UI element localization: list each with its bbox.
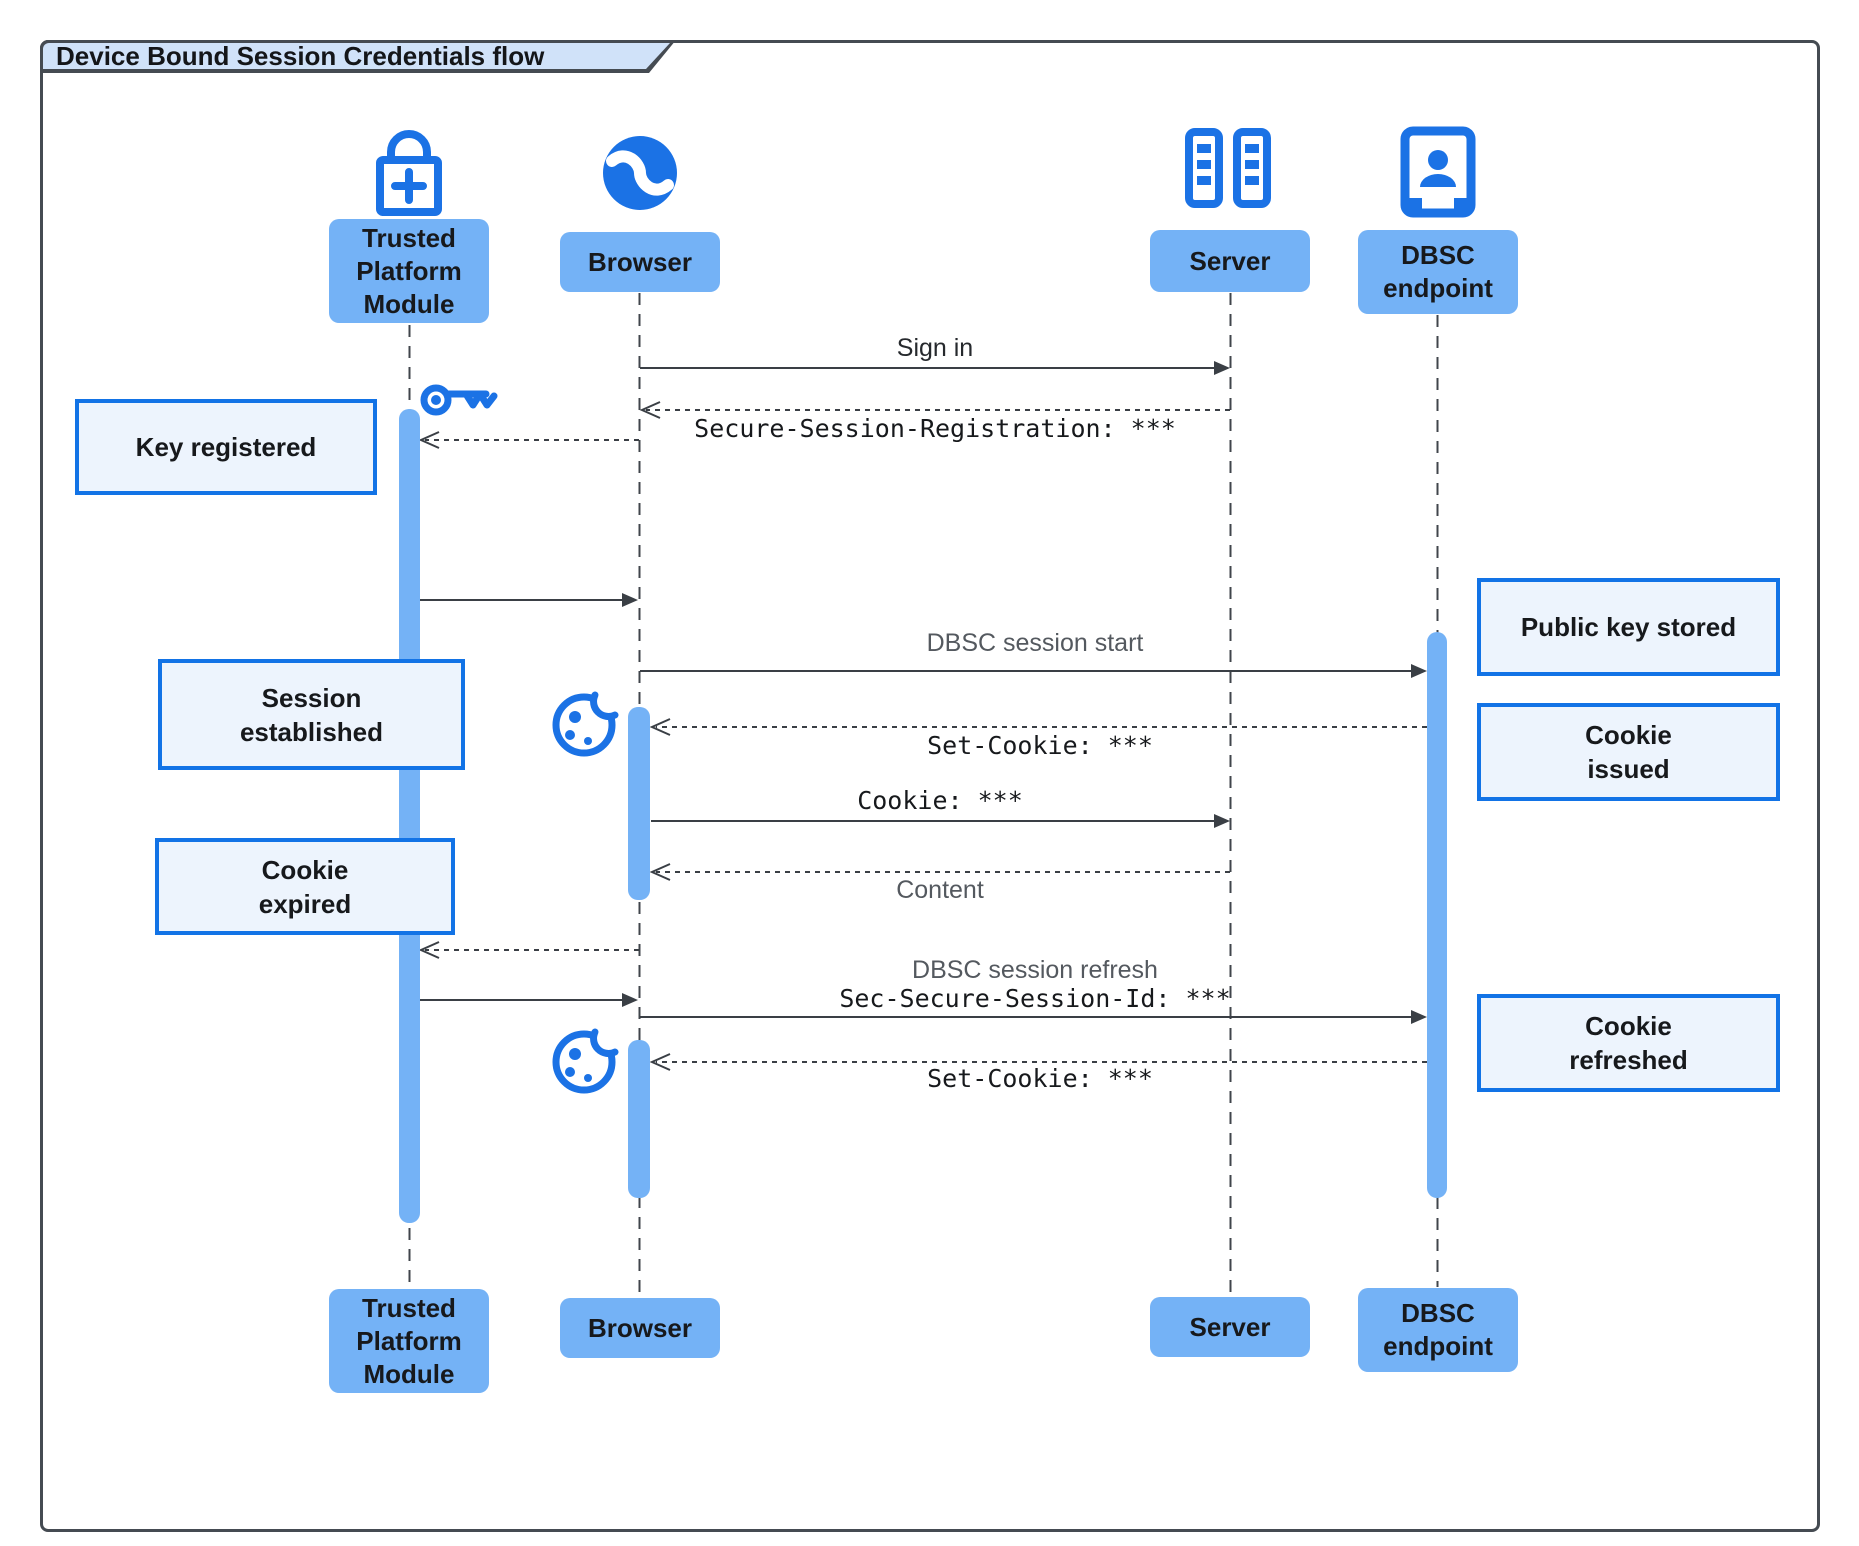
arrowhead-dbsc-session-start — [1411, 664, 1427, 678]
message-label-set-cookie-2: Set-Cookie: *** — [927, 1064, 1153, 1093]
actor-dbsc-bottom: DBSC endpoint — [1358, 1288, 1518, 1372]
activation-bar-tpm — [399, 409, 420, 1223]
message-label-sec-secure-session-id: Sec-Secure-Session-Id: *** — [839, 984, 1231, 1013]
message-label-cookie: Cookie: *** — [857, 786, 1023, 815]
door-person-icon — [1400, 126, 1476, 218]
message-label-set-cookie-1: Set-Cookie: *** — [927, 731, 1153, 760]
actor-browser-top: Browser — [560, 232, 720, 292]
arrowhead-cookie — [1214, 814, 1230, 828]
note-cookie-issued: Cookie issued — [1477, 703, 1780, 801]
arrowhead-set-cookie-1 — [649, 718, 671, 736]
note-line: refreshed — [1569, 1045, 1688, 1075]
arrowhead-expired-to-tpm — [418, 941, 440, 959]
activation-bar-browser-1 — [628, 707, 650, 900]
note-cookie-expired: Cookie expired — [155, 838, 455, 935]
actor-label-line: endpoint — [1383, 273, 1493, 303]
arrowhead-dbsc-session-refresh — [1411, 1010, 1427, 1024]
message-label-dbsc-session-start: DBSC session start — [926, 629, 1144, 657]
open-arrowheads — [418, 401, 671, 1071]
message-label-secure-session-registration: Secure-Session-Registration: *** — [694, 414, 1176, 443]
actor-label-line: Browser — [587, 246, 693, 277]
arrowhead-content — [649, 863, 671, 881]
actor-label-line: Server — [1189, 245, 1271, 276]
note-line: expired — [258, 888, 352, 919]
message-label-content: Content — [896, 876, 984, 904]
note-line: Public key stored — [1520, 612, 1737, 642]
diagram-title: Device Bound Session Credentials flow — [56, 41, 545, 71]
actor-label-line: Platform — [356, 1325, 462, 1356]
actor-server-top: Server — [1150, 230, 1310, 292]
note-line: Cookie — [1585, 720, 1672, 750]
actor-label-line: DBSC — [1401, 240, 1475, 270]
actor-tpm-top: Trusted Platform Module — [329, 219, 489, 323]
actor-label-line: DBSC — [1401, 1298, 1475, 1328]
arrowhead-sign-in — [1214, 361, 1230, 375]
activation-bar-browser-2 — [628, 1040, 650, 1198]
title-tab — [43, 43, 670, 69]
actor-server-bottom: Server — [1150, 1297, 1310, 1357]
note-key-registered: Key registered — [75, 399, 377, 495]
arrowhead-tpm-to-browser-1 — [622, 593, 638, 607]
note-public-key-stored: Public key stored — [1477, 578, 1780, 676]
arrowhead-set-cookie-2 — [649, 1053, 671, 1071]
lock-plus-icon — [376, 130, 442, 216]
note-session-established: Session established — [158, 659, 465, 770]
globe-icon — [603, 136, 677, 210]
actor-label-line: Browser — [587, 1312, 693, 1343]
actor-browser-bottom: Browser — [560, 1298, 720, 1358]
message-label-sign-in: Sign in — [896, 334, 974, 362]
key-icon — [420, 384, 498, 416]
cookie-icon — [552, 685, 621, 757]
arrowhead-tpm-to-browser-2 — [622, 993, 638, 1007]
note-cookie-refreshed: Cookie refreshed — [1477, 994, 1780, 1092]
message-label-dbsc-session-refresh: DBSC session refresh — [912, 956, 1158, 984]
actor-tpm-bottom: Trusted Platform Module — [329, 1289, 489, 1393]
note-line: Key registered — [135, 432, 317, 462]
actor-label-line: Trusted — [362, 1292, 456, 1323]
actor-label-line: Module — [363, 1358, 455, 1389]
reply-arrows — [425, 409, 1427, 1063]
actor-label-line: Server — [1189, 1311, 1271, 1342]
note-line: established — [239, 716, 384, 747]
diagram-frame — [40, 40, 1820, 1532]
cookie-icon — [552, 1022, 621, 1094]
actor-label-line: Trusted — [362, 222, 456, 253]
actor-label-line: Platform — [356, 255, 462, 286]
actor-label-line: endpoint — [1383, 1331, 1493, 1361]
note-line: Cookie — [261, 854, 349, 885]
message-arrows — [418, 361, 1427, 1071]
actor-dbsc-top: DBSC endpoint — [1358, 230, 1518, 314]
arrowhead-key-to-tpm — [418, 431, 440, 449]
activation-bar-dbsc — [1427, 632, 1447, 1198]
server-icon — [1185, 128, 1271, 208]
arrowhead-secure-session-registration — [639, 401, 661, 419]
actor-label-line: Module — [363, 288, 455, 319]
note-line: Cookie — [1585, 1011, 1672, 1041]
note-line: issued — [1587, 754, 1670, 784]
note-line: Session — [261, 682, 362, 713]
